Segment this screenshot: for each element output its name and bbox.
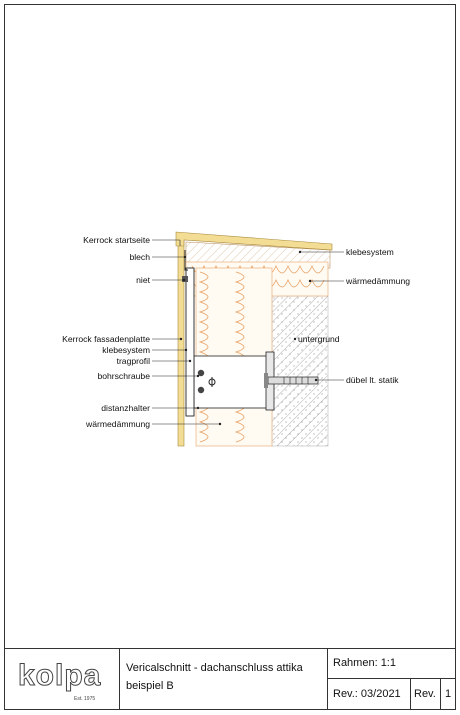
revision-label-cell: Rev. bbox=[411, 679, 441, 710]
label-distanzhalter: distanzhalter bbox=[101, 403, 150, 413]
label-duebel: dübel lt. statik bbox=[346, 375, 399, 385]
label-klebesystem-left: klebesystem bbox=[102, 345, 150, 355]
anchor-dowel bbox=[267, 376, 319, 385]
logo-cell: kolpa Est. 1975 bbox=[4, 649, 120, 710]
label-waermedaemmung-left: wärmedämmung bbox=[85, 419, 150, 429]
title-block: kolpa Est. 1975 Vericalschnitt - dachans… bbox=[4, 648, 456, 710]
drawing-sheet bbox=[4, 4, 456, 710]
distance-bracket bbox=[193, 355, 273, 409]
support-profile bbox=[185, 267, 195, 417]
anchor-threads bbox=[283, 377, 309, 384]
drawing-title: Vericalschnitt - dachanschluss attika bbox=[126, 662, 303, 674]
company-logo: kolpa bbox=[17, 659, 102, 693]
screw-2 bbox=[197, 386, 205, 394]
leader-lines-right bbox=[300, 251, 344, 381]
anchor-washer bbox=[264, 373, 268, 388]
substrate-dots bbox=[272, 296, 328, 446]
rivet bbox=[182, 276, 188, 282]
label-kerrock-fassadenplatte: Kerrock fassadenplatte bbox=[62, 334, 150, 344]
scale-cell: Rahmen: 1:1 bbox=[328, 649, 456, 679]
logo-established: Est. 1975 bbox=[74, 696, 96, 702]
label-bohrschraube: bohrschraube bbox=[97, 371, 150, 381]
label-klebesystem-right: klebesystem bbox=[346, 247, 394, 257]
roof-deck bbox=[185, 241, 331, 269]
label-blech: blech bbox=[129, 252, 150, 262]
kerrock-facade-panel bbox=[177, 239, 185, 447]
kerrock-cap bbox=[175, 231, 333, 251]
label-waermedaemmung-right: wärmedämmung bbox=[345, 276, 410, 286]
revision-date-cell: Rev.: 03/2021 bbox=[328, 679, 411, 710]
leader-ticks-right bbox=[293, 250, 318, 382]
screw-1 bbox=[197, 369, 205, 377]
label-kerrock-startseite: Kerrock startseite bbox=[83, 235, 150, 245]
leader-lines-left bbox=[152, 239, 220, 425]
label-untergrund: untergrund bbox=[298, 334, 340, 344]
leader-ticks-left bbox=[179, 255, 222, 426]
label-niet: niet bbox=[136, 275, 150, 285]
label-tragprofil: tragprofil bbox=[117, 356, 151, 366]
drawing-subtitle: beispiel B bbox=[126, 680, 174, 692]
revision-number-cell: 1 bbox=[445, 688, 452, 700]
drawing-title-cell: Vericalschnitt - dachanschluss attika be… bbox=[120, 649, 328, 710]
